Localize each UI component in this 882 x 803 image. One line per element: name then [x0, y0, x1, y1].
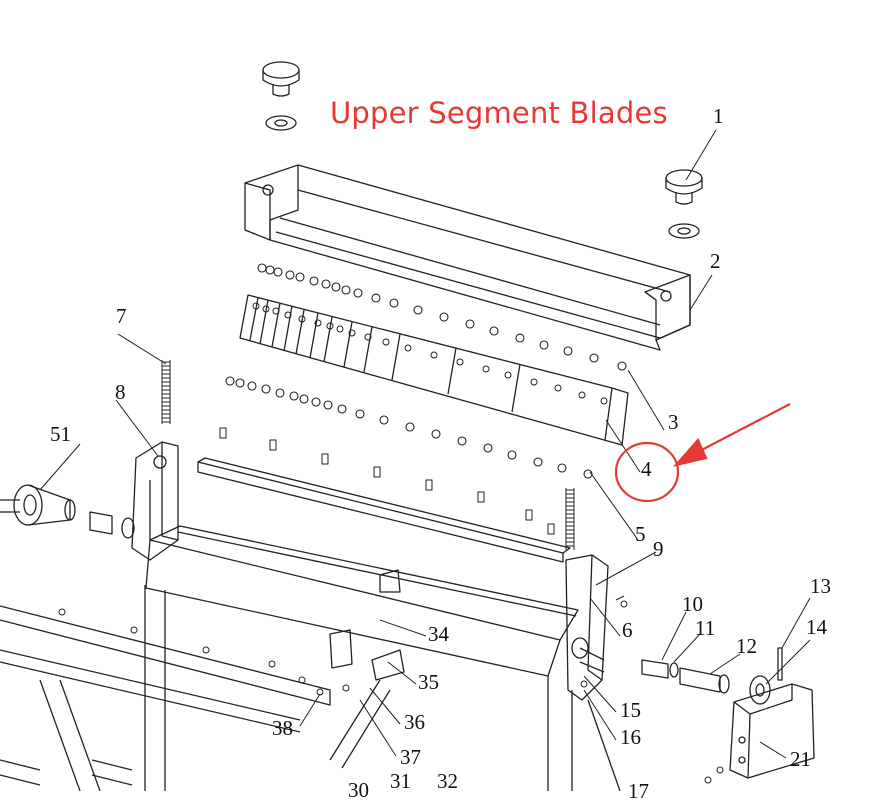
part-label-10: 10	[682, 592, 703, 616]
part-label-17: 17	[628, 779, 649, 803]
clamp-bar	[197, 427, 571, 563]
part-label-32: 32	[437, 769, 458, 793]
part-label-15: 15	[620, 698, 641, 722]
part-label-31: 31	[390, 769, 411, 793]
diagram-title: Upper Segment Blades	[330, 96, 668, 130]
left-shaft	[0, 484, 135, 539]
right-side-plate	[565, 554, 609, 701]
part-label-11: 11	[695, 616, 716, 640]
small-screws	[58, 600, 724, 784]
block-21	[729, 683, 815, 779]
highlight-circle	[614, 441, 680, 503]
spring-left	[161, 360, 171, 424]
part-label-5: 5	[635, 522, 646, 546]
bolt-row	[225, 376, 593, 479]
part-label-51: 51	[50, 422, 71, 446]
part-label-34: 34	[428, 622, 449, 646]
part-label-8: 8	[115, 380, 126, 404]
part-label-14: 14	[806, 615, 827, 639]
part-label-2: 2	[710, 249, 721, 273]
upper-beam	[244, 164, 691, 351]
lower-frame	[0, 585, 621, 791]
part-label-36: 36	[404, 710, 425, 734]
cap-screw-left	[262, 61, 300, 131]
part-label-35: 35	[418, 670, 439, 694]
part-label-7: 7	[116, 304, 127, 328]
part-label-4: 4	[641, 457, 652, 481]
segmented-blades	[239, 294, 629, 446]
main-beam	[145, 525, 579, 677]
part-label-3: 3	[668, 410, 679, 434]
part-label-6: 6	[622, 618, 633, 642]
left-side-plate	[131, 441, 179, 561]
part-label-13: 13	[810, 574, 831, 598]
cap-screw-right	[665, 169, 703, 239]
part-label-16: 16	[620, 725, 641, 749]
part-label-12: 12	[736, 634, 757, 658]
part-label-9: 9	[653, 537, 664, 561]
right-shaft-parts	[641, 647, 783, 705]
leader-lines	[39, 129, 811, 759]
part-label-37: 37	[400, 745, 421, 769]
part-label-21: 21	[790, 747, 811, 771]
part-label-1: 1	[713, 104, 724, 128]
spring-right	[565, 488, 575, 550]
highlight-callout	[614, 403, 791, 503]
highlight-arrow-head	[672, 437, 708, 467]
highlight-arrow-shaft	[689, 403, 791, 457]
part-label-38: 38	[272, 716, 293, 740]
nut-row	[257, 263, 627, 371]
